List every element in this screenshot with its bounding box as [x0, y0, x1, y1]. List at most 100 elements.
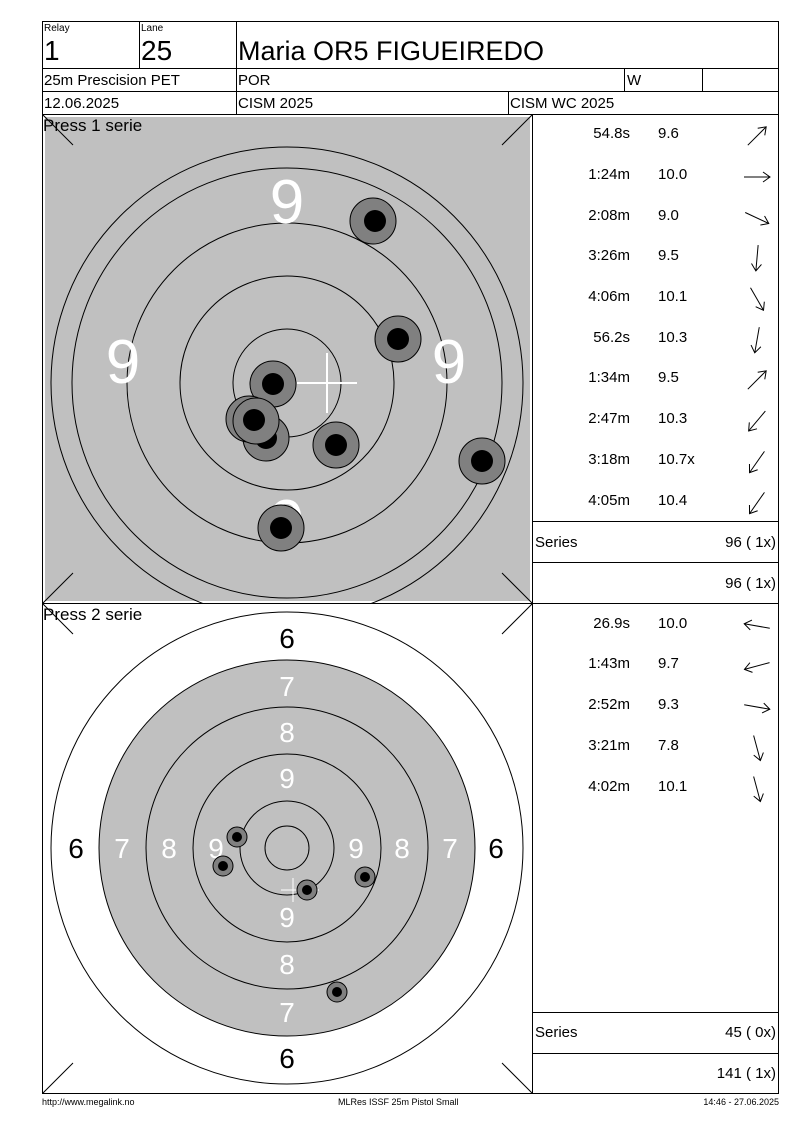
- shot-row: 4:05m 10.4: [534, 484, 778, 524]
- shot-row: 1:34m 9.5: [534, 361, 778, 401]
- shot-mark: [226, 826, 248, 848]
- shot-row: 4:02m 10.1: [534, 770, 778, 810]
- shot-score: 9.3: [658, 696, 679, 713]
- ring-label-8: 8: [279, 949, 295, 980]
- shot-row: 54.8s 9.6: [534, 117, 778, 157]
- shot-score: 10.3: [658, 329, 688, 346]
- ring-label-7: 7: [114, 833, 130, 864]
- shot-row: 2:47m 10.3: [534, 402, 778, 442]
- series2-title: Press 2 serie: [43, 605, 143, 624]
- shot-mark: [312, 421, 360, 469]
- shot-time: 4:05m: [588, 492, 630, 509]
- arrow-se-icon: [750, 287, 765, 312]
- shot-score: 9.0: [658, 207, 679, 224]
- shot-time: 3:26m: [588, 247, 630, 264]
- series1-series-label: Series: [535, 534, 578, 551]
- shot-score: 10.4: [658, 492, 688, 509]
- arrow-s-icon: [753, 735, 764, 762]
- series2-target: 6 6 6 6 7 7 7 7 8 8 8 8 9 9 9 9: [43, 604, 532, 1093]
- shot-score: 10.3: [658, 410, 688, 427]
- shot-time: 54.8s: [593, 125, 630, 142]
- shot-mark: [354, 866, 376, 888]
- arrow-e-icon: [744, 171, 771, 183]
- arrow-sw-icon: [748, 410, 766, 432]
- shot-score: 9.5: [658, 247, 679, 264]
- gender: W: [627, 72, 642, 89]
- shot-time: 4:06m: [588, 288, 630, 305]
- ring-label-6: 6: [68, 833, 84, 864]
- lane-value: 25: [141, 35, 173, 66]
- shot-row: 2:08m 9.0: [534, 199, 778, 239]
- series2-series-total: 45 ( 0x): [725, 1024, 776, 1041]
- shot-score: 10.1: [658, 778, 688, 795]
- series1-running-total: 96 ( 1x): [725, 575, 776, 592]
- series1-series-total: 96 ( 1x): [725, 534, 776, 551]
- arrow-s-icon: [750, 327, 762, 354]
- ring-number-top: 9: [270, 168, 304, 237]
- arrow-s-icon: [751, 245, 762, 272]
- shot-time: 26.9s: [593, 615, 630, 632]
- shot-mark: [232, 397, 280, 445]
- shot-score: 10.0: [658, 615, 688, 632]
- athlete-name: Maria OR5 FIGUEIREDO: [238, 36, 545, 66]
- arrow-w-icon: [743, 662, 770, 673]
- shot-score: 10.1: [658, 288, 688, 305]
- shot-score: 9.5: [658, 369, 679, 386]
- shot-score: 10.0: [658, 166, 688, 183]
- series2-series-label: Series: [535, 1024, 578, 1041]
- event-name: 25m Prescision PET: [44, 72, 180, 89]
- arrow-sw-icon: [748, 451, 765, 474]
- footer-url-link[interactable]: http://www.megalink.no: [42, 1097, 135, 1107]
- arrow-w-icon: [743, 619, 770, 631]
- ring-label-6: 6: [488, 833, 504, 864]
- shot-score: 10.7x: [658, 451, 695, 468]
- shot-time: 4:02m: [588, 778, 630, 795]
- footer-software: MLRes ISSF 25m Pistol Small: [338, 1097, 459, 1107]
- ring-label-7: 7: [279, 997, 295, 1028]
- shot-score: 9.6: [658, 125, 679, 142]
- ring-number-right: 9: [432, 328, 466, 397]
- series2-running-total: 141 ( 1x): [716, 1065, 776, 1082]
- shot-time: 1:24m: [588, 166, 630, 183]
- arrow-ne-icon: [747, 126, 767, 146]
- shot-row: 3:18m 10.7x: [534, 443, 778, 483]
- arrow-e-icon: [744, 702, 771, 714]
- ring-label-7: 7: [279, 671, 295, 702]
- shot-row: 56.2s 10.3: [534, 321, 778, 361]
- ring-label-8: 8: [279, 717, 295, 748]
- relay-value: 1: [44, 35, 60, 66]
- shot-mark: [212, 855, 234, 877]
- arrow-sw-icon: [748, 492, 765, 515]
- relay-label: Relay: [44, 23, 70, 34]
- ring-label-9: 9: [279, 763, 295, 794]
- competition: CISM 2025: [238, 95, 314, 112]
- arrow-se-icon: [745, 212, 770, 226]
- shot-row: 2:52m 9.3: [534, 688, 778, 728]
- shot-mark: [249, 360, 297, 408]
- shot-score: 7.8: [658, 737, 679, 754]
- shot-score: 9.7: [658, 655, 679, 672]
- shot-time: 2:52m: [588, 696, 630, 713]
- shot-mark: [257, 504, 305, 552]
- championship: CISM WC 2025: [510, 95, 615, 112]
- shot-row: 3:21m 7.8: [534, 729, 778, 769]
- ring-number-left: 9: [106, 328, 140, 397]
- shot-row: 1:24m 10.0: [534, 158, 778, 198]
- shot-time: 3:21m: [588, 737, 630, 754]
- shot-time: 56.2s: [593, 329, 630, 346]
- shot-time: 1:34m: [588, 369, 630, 386]
- shot-mark: [326, 981, 348, 1003]
- footer-timestamp: 14:46 - 27.06.2025: [703, 1097, 779, 1107]
- shot-row: 4:06m 10.1: [534, 280, 778, 320]
- shot-row: 3:26m 9.5: [534, 239, 778, 279]
- ring-label-9: 9: [279, 902, 295, 933]
- ring-label-8: 8: [161, 833, 177, 864]
- shot-time: 1:43m: [588, 655, 630, 672]
- shot-mark: [349, 197, 397, 245]
- arrow-s-icon: [753, 776, 764, 803]
- ring-label-7: 7: [442, 833, 458, 864]
- ring-label-9: 9: [348, 833, 364, 864]
- shot-mark: [458, 437, 506, 485]
- ring-label-6: 6: [279, 1043, 295, 1074]
- shot-row: 26.9s 10.0: [534, 607, 778, 647]
